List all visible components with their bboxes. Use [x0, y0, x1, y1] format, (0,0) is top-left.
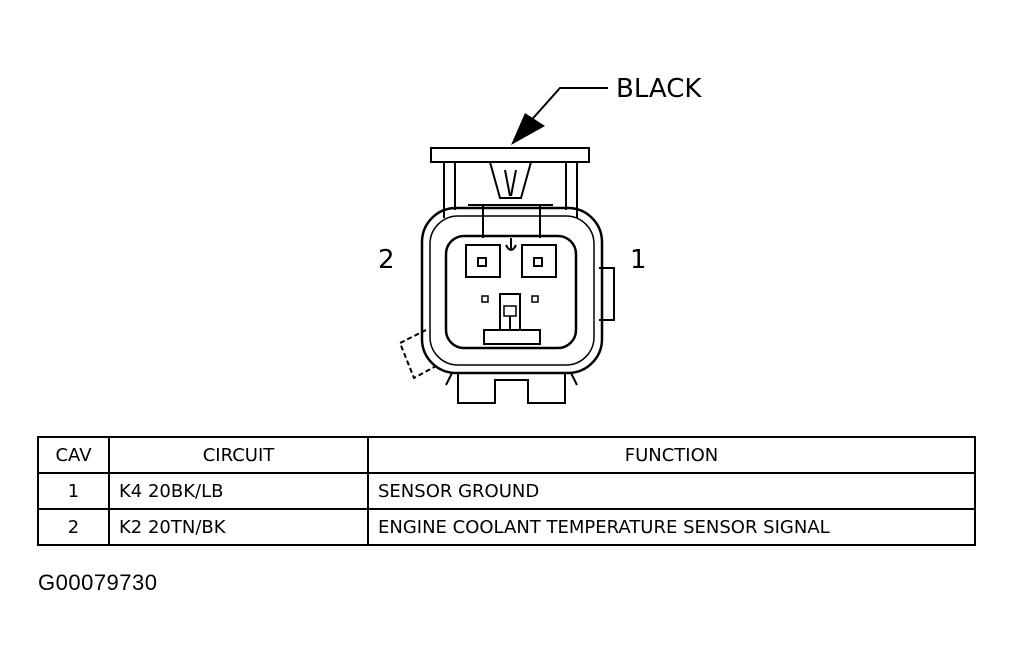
table-row: 1 K4 20BK/LB SENSOR GROUND — [37, 472, 976, 510]
cell-function: ENGINE COOLANT TEMPERATURE SENSOR SIGNAL — [367, 508, 976, 546]
table-row: 2 K2 20TN/BK ENGINE COOLANT TEMPERATURE … — [37, 508, 976, 546]
color-callout: BLACK — [511, 74, 702, 145]
header-function: FUNCTION — [367, 436, 976, 474]
cell-circuit: K4 20BK/LB — [108, 472, 369, 510]
right-lock-tab — [599, 267, 615, 321]
top-latch-bar — [430, 147, 590, 163]
cell-cav: 2 — [37, 508, 110, 546]
bottom-feet — [457, 373, 566, 404]
cavity-2-label: 2 — [378, 245, 395, 275]
cell-cav: 1 — [37, 472, 110, 510]
cavity-1-label: 1 — [630, 245, 647, 275]
connector-body — [398, 147, 615, 404]
figure-id: G00079730 — [38, 570, 158, 595]
header-cav: CAV — [37, 436, 110, 474]
cell-circuit: K2 20TN/BK — [108, 508, 369, 546]
cell-function: SENSOR GROUND — [367, 472, 976, 510]
cavity-1 — [521, 244, 557, 278]
connector-diagram: BLACK 2 1 — [378, 74, 702, 404]
table-header-row: CAV CIRCUIT FUNCTION — [37, 436, 976, 474]
cavity-face — [444, 234, 578, 350]
header-circuit: CIRCUIT — [108, 436, 369, 474]
connector-housing — [420, 206, 604, 375]
callout-arrow-icon — [511, 113, 545, 145]
cavity-2 — [465, 244, 501, 278]
color-callout-label: BLACK — [616, 74, 702, 104]
pinout-table: CAV CIRCUIT FUNCTION 1 K4 20BK/LB SENSOR… — [37, 436, 976, 546]
